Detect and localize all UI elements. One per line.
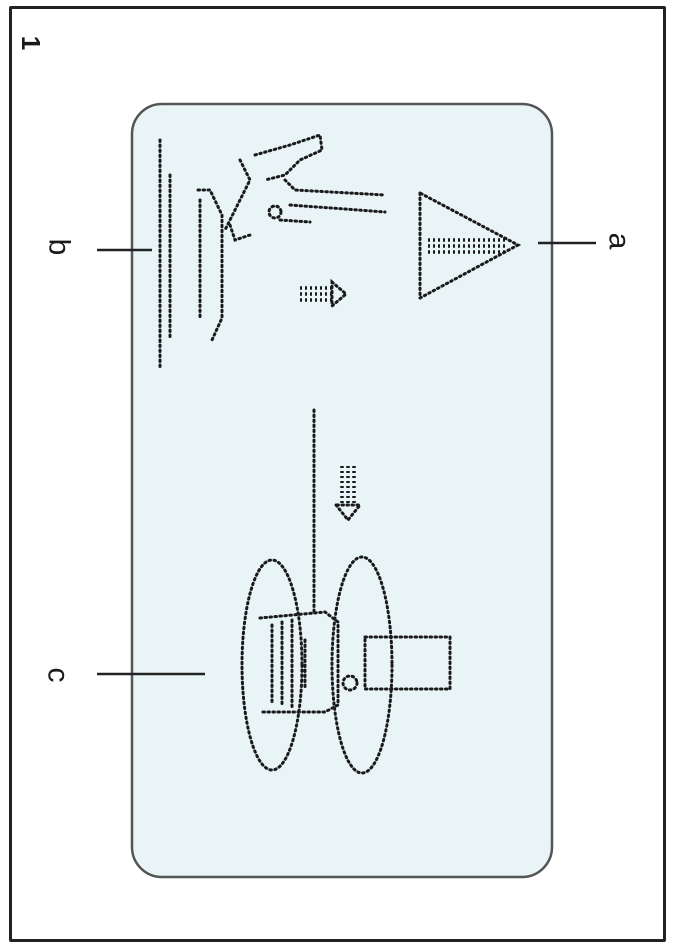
spool-reel-icon [240, 555, 452, 775]
label-a: a [602, 232, 636, 250]
instruction-frame [9, 6, 666, 942]
trap-door-icon [158, 138, 224, 370]
diagram-panel [130, 102, 554, 879]
label-c: c [41, 667, 75, 683]
hand-pressing-icon [223, 133, 387, 242]
arrow-down-icon [332, 466, 364, 523]
label-b: b [42, 238, 76, 256]
step-number: 1 [16, 35, 47, 51]
arrow-icon [300, 278, 349, 310]
warning-triangle-icon [418, 190, 522, 301]
